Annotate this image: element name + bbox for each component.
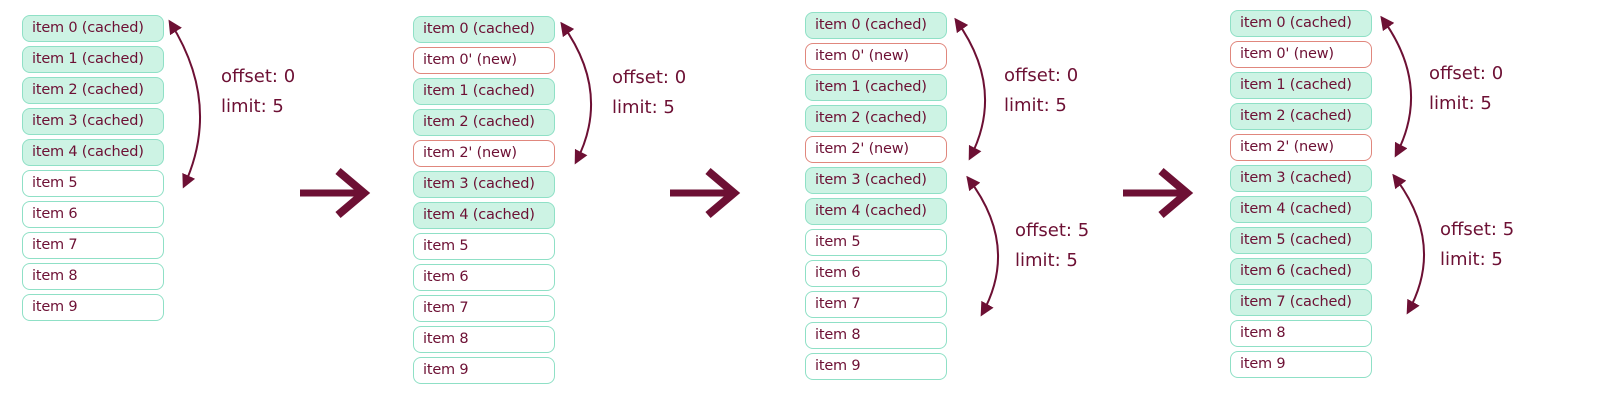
list-item: item 3 (cached)	[1230, 165, 1372, 192]
limit-label: limit: 5	[1429, 93, 1492, 114]
offset-label: offset: 5	[1440, 219, 1515, 240]
list-item: item 8	[1230, 320, 1372, 347]
list-item: item 3 (cached)	[413, 171, 555, 198]
limit-label: limit: 5	[1015, 250, 1078, 271]
list-item: item 9	[1230, 351, 1372, 378]
list-item: item 7	[805, 291, 947, 318]
page-range-arrow	[966, 175, 999, 317]
list-item: item 7	[22, 232, 164, 259]
list-item: item 2' (new)	[1230, 134, 1372, 161]
list-item: item 9	[22, 294, 164, 321]
list-item: item 5	[413, 233, 555, 260]
list-item: item 2' (new)	[413, 140, 555, 167]
list-item: item 0 (cached)	[413, 16, 555, 43]
list-item: item 6	[22, 201, 164, 228]
list-item: item 2 (cached)	[22, 77, 164, 104]
list-item: item 9	[413, 357, 555, 384]
list-item: item 9	[805, 353, 947, 380]
list-item: item 0 (cached)	[22, 15, 164, 42]
list-item: item 0 (cached)	[805, 12, 947, 39]
list-item: item 0' (new)	[1230, 41, 1372, 68]
list-item: item 6	[413, 264, 555, 291]
item-list-stage-2: item 0 (cached) item 0' (new) item 1 (cach…	[413, 16, 555, 388]
list-item: item 4 (cached)	[413, 202, 555, 229]
list-item: item 4 (cached)	[805, 198, 947, 225]
list-item: item 2 (cached)	[413, 109, 555, 136]
list-item: item 0' (new)	[413, 47, 555, 74]
list-item: item 1 (cached)	[1230, 72, 1372, 99]
list-item: item 8	[22, 263, 164, 290]
list-item: item 2' (new)	[805, 136, 947, 163]
list-item: item 6	[805, 260, 947, 287]
page-range-arrow	[168, 19, 202, 189]
page-range-arrow	[1380, 15, 1412, 158]
list-item: item 3 (cached)	[805, 167, 947, 194]
list-item: item 4 (cached)	[1230, 196, 1372, 223]
list-item: item 0' (new)	[805, 43, 947, 70]
item-list-stage-3: item 0 (cached) item 0' (new) item 1 (cach…	[805, 12, 947, 384]
list-item: item 0 (cached)	[1230, 10, 1372, 37]
list-item: item 4 (cached)	[22, 139, 164, 166]
list-item: item 5 (cached)	[1230, 227, 1372, 254]
list-item: item 7 (cached)	[1230, 289, 1372, 316]
list-item: item 3 (cached)	[22, 108, 164, 135]
page-range-arrow	[1392, 173, 1425, 315]
list-item: item 5	[805, 229, 947, 256]
list-item: item 8	[413, 326, 555, 353]
offset-label: offset: 0	[612, 67, 687, 88]
list-item: item 6 (cached)	[1230, 258, 1372, 285]
limit-label: limit: 5	[612, 97, 675, 118]
item-list-stage-1: item 0 (cached) item 1 (cached) item 2 (ca…	[22, 15, 164, 325]
list-item: item 5	[22, 170, 164, 197]
offset-label: offset: 0	[221, 66, 296, 87]
limit-label: limit: 5	[1440, 249, 1503, 270]
list-item: item 1 (cached)	[413, 78, 555, 105]
list-item: item 1 (cached)	[805, 74, 947, 101]
transition-arrow-icon	[1123, 167, 1194, 219]
list-item: item 7	[413, 295, 555, 322]
limit-label: limit: 5	[221, 96, 284, 117]
offset-label: offset: 0	[1429, 63, 1504, 84]
list-item: item 1 (cached)	[22, 46, 164, 73]
list-item: item 2 (cached)	[1230, 103, 1372, 130]
offset-label: offset: 0	[1004, 65, 1079, 86]
transition-arrow-icon	[670, 167, 741, 219]
offset-label: offset: 5	[1015, 220, 1090, 241]
page-range-arrow	[560, 21, 592, 165]
transition-arrow-icon	[300, 167, 371, 219]
list-item: item 8	[805, 322, 947, 349]
list-item: item 2 (cached)	[805, 105, 947, 132]
limit-label: limit: 5	[1004, 95, 1067, 116]
item-list-stage-4: item 0 (cached) item 0' (new) item 1 (cach…	[1230, 10, 1372, 382]
page-range-arrow	[954, 17, 986, 161]
